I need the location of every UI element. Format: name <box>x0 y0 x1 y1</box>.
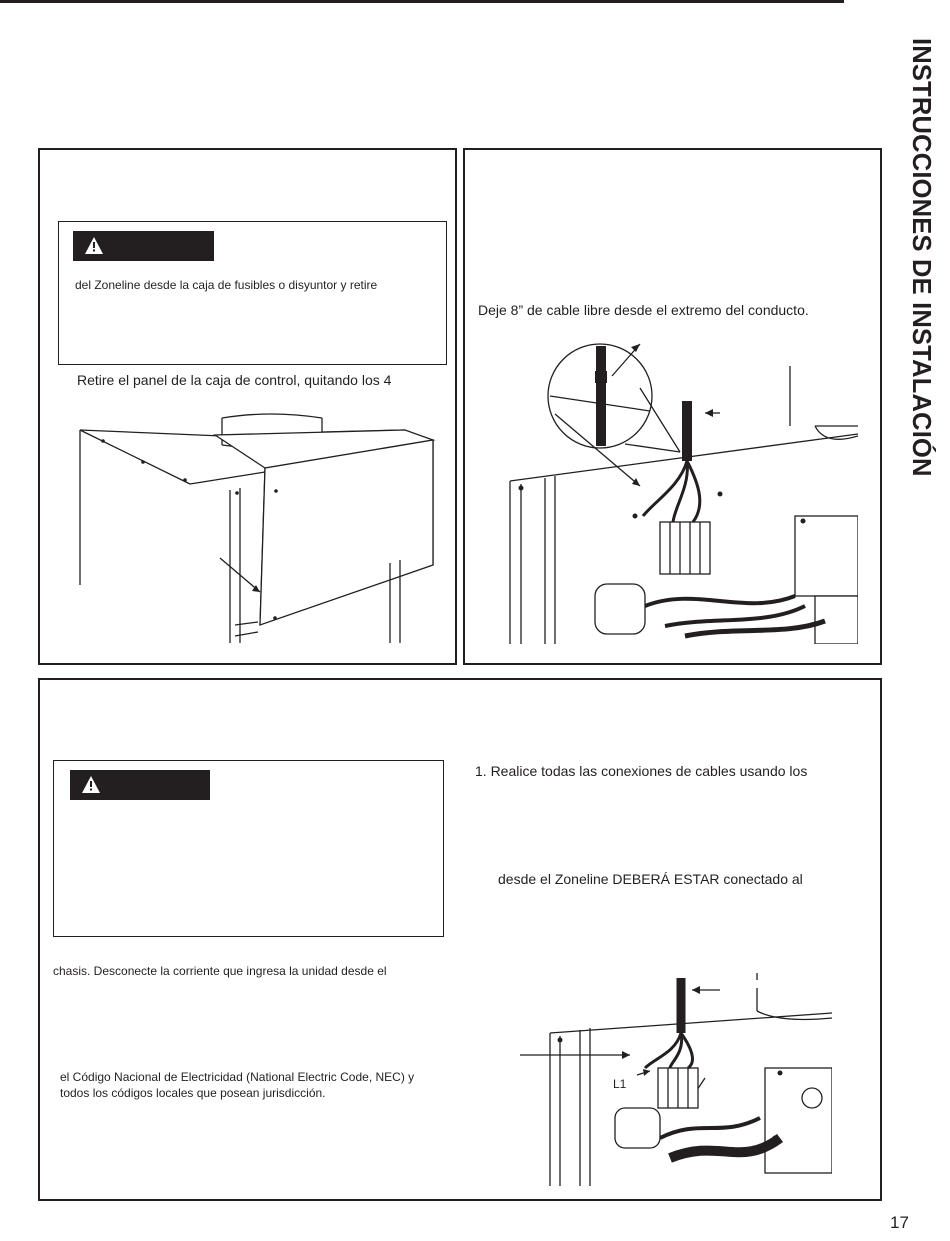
warning-bar-a <box>73 231 214 261</box>
step-text-a: Retire el panel de la caja de control, q… <box>77 372 392 388</box>
warning-text-a: del Zoneline desde la caja de fusibles o… <box>75 278 378 292</box>
warning-triangle-icon <box>82 776 100 793</box>
illustration-wiring-slack <box>509 343 858 644</box>
code-text: el Código Nacional de Electricidad (Nati… <box>60 1070 415 1100</box>
panel-electrical-connection <box>38 678 882 1201</box>
page-number: 17 <box>890 1213 909 1232</box>
step-text-b: Deje 8” de cable libre desde el extremo … <box>478 302 809 318</box>
connect-text: desde el Zoneline DEBERÁ ESTAR conectado… <box>498 871 803 887</box>
step-1-text: 1. Realice todas las conexiones de cable… <box>475 763 808 779</box>
illustration-control-box-cover <box>79 413 436 643</box>
label-l1: L1 <box>613 1077 627 1091</box>
panel-remove-control-cover <box>38 148 457 665</box>
illustration-wiring-connection <box>520 973 832 1186</box>
warning-triangle-icon <box>85 237 103 254</box>
panel-power-cord-slack <box>463 148 882 665</box>
chassis-text: chasis. Desconecte la corriente que ingr… <box>53 964 387 978</box>
side-title: INSTRUCCIONES DE INSTALACIÓN <box>907 38 935 477</box>
warning-box-c <box>53 760 444 937</box>
warning-box-a <box>58 221 447 365</box>
warning-bar-c <box>70 770 210 800</box>
top-rule <box>0 0 844 3</box>
